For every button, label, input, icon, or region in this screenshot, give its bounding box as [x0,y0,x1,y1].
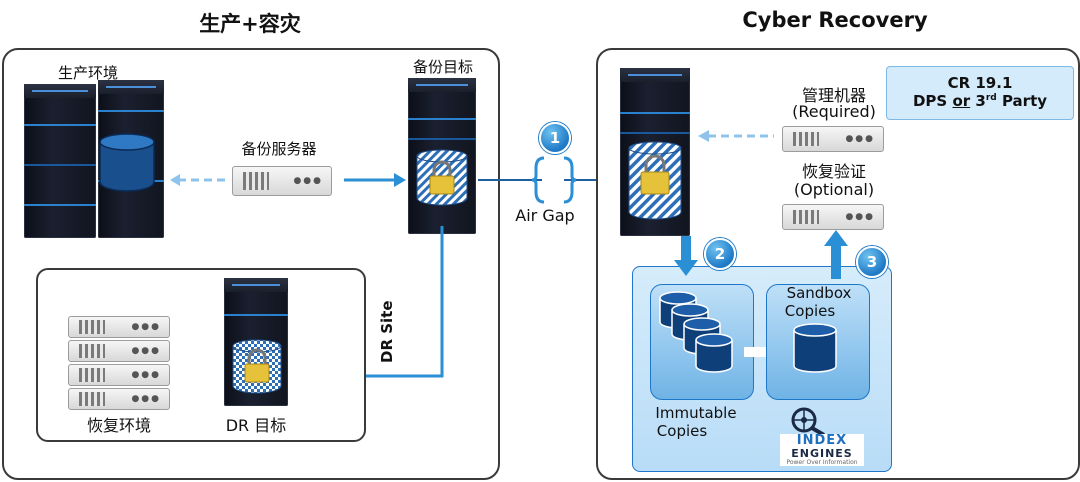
index-engines-logo: INDEX ENGINES Power Over Information [780,434,864,466]
recovery-env-label: 恢复环境 [86,416,151,435]
cr-platform: DPS or 3rd Party [912,92,1048,110]
recovery-server-3: ●●● [68,364,170,386]
backup-server-label: 备份服务器 [241,140,317,158]
immutable-db-stack-icon [659,291,733,373]
vault-lock-icon [628,141,682,220]
right-title: Cyber Recovery [742,8,928,32]
verify-label: 恢复验证 [801,162,866,181]
index-logo-text: INDEX [796,433,848,448]
left-title: 生产+容灾 [199,12,301,36]
lock-vault-icon [416,149,468,206]
copy-arrow [674,236,698,276]
recovery-server-4: ●●● [68,388,170,410]
verify-arrow [824,230,848,279]
verify-server-icon: ●●● [782,204,884,230]
recovery-server-1: ●●● [68,316,170,338]
sandbox-label-1: Sandbox [786,284,852,302]
recovery-server-2: ●●● [68,340,170,362]
mgmt-host-label: 管理机器 [801,86,866,105]
step-3-badge: 3 [856,246,888,278]
backup-target-label: 备份目标 [412,58,473,76]
cr-version: CR 19.1 [947,74,1013,92]
cr-version-box: CR 19.1 DPS or 3rd Party [886,66,1074,120]
backup-arrow [344,173,406,187]
mgmt-dashed-arrow [698,130,774,142]
immutable-label-1: Immutable [655,404,737,422]
sandbox-db-icon [793,323,837,373]
restore-dashed-arrow [170,174,226,186]
production-rack-group [24,80,164,240]
step-2-badge: 2 [704,238,736,270]
dr-lock-vault-icon [232,339,282,394]
immutable-label-2: Copies [656,422,708,440]
index-engines-logo-icon [791,407,826,436]
engines-logo-text: ENGINES [791,447,853,460]
verify-optional-label: (Optional) [793,180,875,199]
sandbox-label-2: Copies [784,302,836,320]
air-gap-label: Air Gap [515,206,575,225]
database-icon [99,133,155,192]
mgmt-required-label: (Required) [792,102,876,121]
mgmt-server-icon: ●●● [782,126,884,152]
step-1-badge: 1 [539,122,571,154]
backup-server-icon: ●●● [232,166,332,196]
storage-rack [24,84,96,238]
index-tagline: Power Over Information [786,459,858,466]
production-env-label: 生产环境 [57,64,118,82]
dr-target-label: DR 目标 [225,416,287,435]
dr-site-label: DR Site [378,300,396,364]
